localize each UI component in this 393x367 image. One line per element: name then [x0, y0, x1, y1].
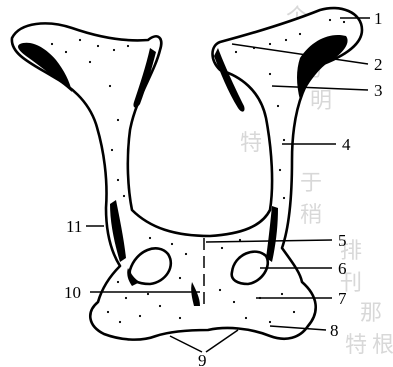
label-1: 1: [374, 9, 383, 28]
leader-9a: [170, 336, 202, 352]
label-10: 10: [64, 283, 81, 302]
label-2: 2: [374, 55, 383, 74]
bg-glyph: 特: [240, 131, 262, 156]
label-4: 4: [342, 135, 351, 154]
label-7: 7: [338, 289, 347, 308]
bg-glyph: 那: [360, 301, 382, 326]
bg-glyph: 根: [372, 333, 393, 358]
label-5: 5: [338, 231, 347, 250]
bg-glyph: 特: [345, 333, 367, 358]
bg-glyph: 稍: [300, 203, 322, 228]
label-6: 6: [338, 259, 347, 278]
label-11: 11: [66, 217, 82, 236]
label-3: 3: [374, 81, 383, 100]
leader-9b: [206, 330, 238, 352]
bg-glyph: 于: [300, 171, 322, 196]
label-8: 8: [330, 321, 339, 340]
bg-glyph: 明: [310, 89, 332, 114]
label-9: 9: [198, 351, 207, 367]
